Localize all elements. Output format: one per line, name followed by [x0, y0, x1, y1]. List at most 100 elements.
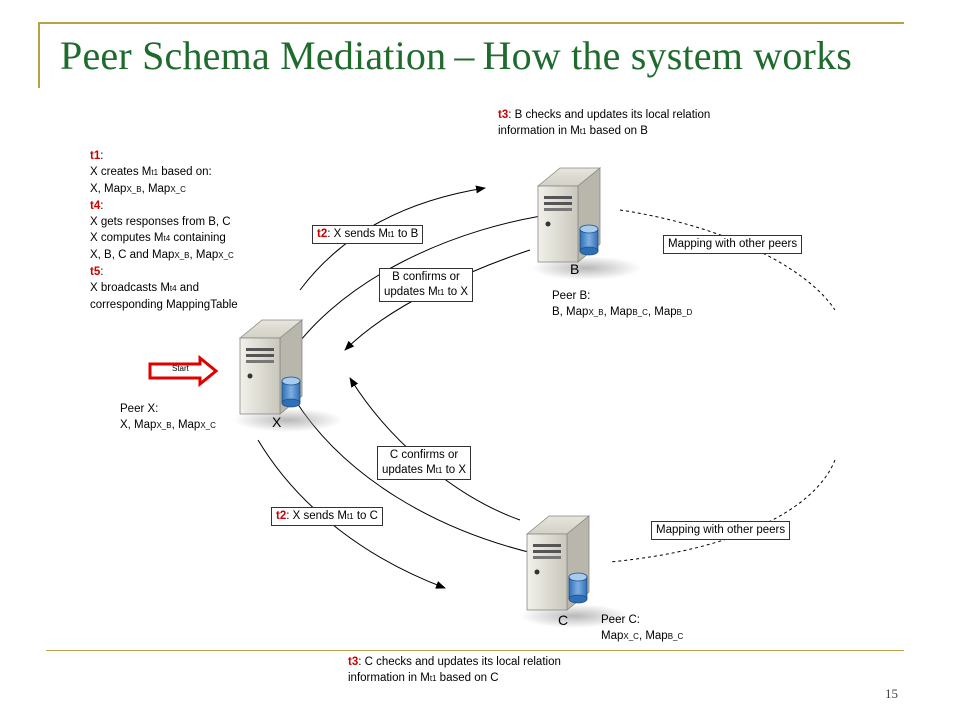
mapping-arc-c [609, 459, 836, 563]
send-b-sub: t1 [387, 230, 395, 239]
top-note-line2-suffix: based on B [586, 125, 648, 137]
t4-line3-mid: , Map [189, 249, 219, 261]
b-confirm-prefix: updates M [384, 286, 438, 298]
edge-label-mapping-b: Mapping with other peers [663, 235, 803, 254]
node-label-c: C [558, 612, 569, 628]
send-c-suffix: to C [353, 510, 378, 522]
peer-c-mid: , Map [638, 630, 668, 642]
edge-label-send-b: t2: X sends Mt1 to B [312, 225, 424, 244]
peer-b-mid1: , Map [603, 306, 633, 318]
peer-c-sub1: X_C [623, 632, 639, 641]
c-confirm-prefix: updates M [382, 464, 436, 476]
edge-x-to-b [299, 185, 486, 291]
peer-c-info: Peer C: MapX_C, MapB_C [601, 612, 683, 645]
peer-x-info: Peer X: X, MapX_B, MapX_C [120, 401, 216, 434]
c-confirm-line1: C confirms or [389, 449, 459, 461]
edge-label-b-confirm: B confirms or updates Mt1 to X [379, 268, 474, 302]
slide-title: Peer Schema Mediation–How the system wor… [60, 32, 852, 79]
t5-tag: t5 [90, 266, 101, 278]
t4-line3-sub1: X_B [174, 251, 190, 260]
start-label: Start [172, 364, 189, 373]
t4-tag: t4 [90, 200, 101, 212]
c-confirm-sub: t1 [435, 466, 443, 475]
t4-colon: : [100, 200, 104, 212]
server-x [233, 319, 343, 432]
database-icon-b [579, 224, 599, 256]
server-c [520, 515, 630, 628]
edge-x-to-c [257, 439, 446, 589]
send-c-tag: t2 [276, 510, 287, 522]
title-left: Peer Schema Mediation [60, 33, 447, 78]
t4-line2-suffix: containing [170, 232, 226, 244]
left-notes: t1: X creates Mt1 based on: X, MapX_B, M… [90, 148, 238, 313]
database-icon-x [281, 376, 301, 408]
t5-line2: corresponding MappingTable [90, 299, 238, 311]
bottom-note-tag: t3 [348, 656, 359, 668]
peer-c-line1: Peer C: [601, 614, 640, 626]
peer-x-sub2: X_C [200, 421, 216, 430]
bottom-rule [46, 650, 904, 651]
peer-b-mid2: , Map [647, 306, 677, 318]
peer-c-sub2: B_C [667, 632, 684, 641]
t1-tag: t1 [90, 150, 101, 162]
send-b-tag: t2 [317, 228, 328, 240]
bottom-note-line2-suffix: based on C [436, 672, 499, 684]
t5-line1-sub: t4 [169, 284, 177, 293]
left-rule [38, 22, 40, 88]
t1-line1-suffix: based on: [158, 166, 212, 178]
peer-b-line2-prefix: B, Map [552, 306, 589, 318]
send-b-suffix: to B [394, 228, 419, 240]
c-confirm-suffix: to X [442, 464, 467, 476]
node-label-b: B [570, 261, 580, 277]
peer-b-sub1: X_B [588, 308, 604, 317]
t1-line1-sub: t1 [151, 168, 159, 177]
top-note: t3: B checks and updates its local relat… [498, 107, 710, 140]
top-note-line1: : B checks and updates its local relatio… [508, 109, 711, 121]
title-dash: – [454, 33, 475, 78]
peer-c-line2-prefix: Map [601, 630, 624, 642]
edge-label-c-confirm: C confirms or updates Mt1 to X [377, 446, 472, 480]
top-rule [40, 22, 904, 24]
t1-line2-prefix: X, Map [90, 183, 127, 195]
database-icon-c [568, 572, 588, 604]
send-b-prefix: : X sends M [327, 228, 388, 240]
peer-b-line1: Peer B: [552, 290, 591, 302]
t1-line2-mid: , Map [141, 183, 171, 195]
t4-line3-prefix: X, B, C and Map [90, 249, 175, 261]
edge-label-mapping-c: Mapping with other peers [651, 521, 791, 540]
t5-colon: : [100, 266, 104, 278]
t4-line2-sub: t4 [163, 234, 171, 243]
server-b [531, 167, 641, 280]
top-note-tag: t3 [498, 109, 509, 121]
top-note-line2-sub: t1 [579, 127, 587, 136]
peer-b-sub3: B_D [676, 308, 693, 317]
page-number: 15 [885, 686, 898, 701]
b-confirm-line1: B confirms or [392, 271, 460, 283]
title-right: How the system works [482, 33, 853, 78]
t5-line1-prefix: X broadcasts M [90, 282, 170, 294]
send-c-prefix: : X sends M [286, 510, 347, 522]
t1-line2-sub1: X_B [126, 185, 142, 194]
t4-line2-prefix: X computes M [90, 232, 164, 244]
b-confirm-sub: t1 [437, 288, 445, 297]
bottom-note: t3: C checks and updates its local relat… [348, 654, 561, 687]
bottom-note-line2-sub: t1 [429, 674, 437, 683]
bottom-note-line1: : C checks and updates its local relatio… [358, 656, 561, 668]
peer-x-sub1: X_B [156, 421, 172, 430]
t5-line1-suffix: and [176, 282, 199, 294]
top-note-line2-prefix: information in M [498, 125, 580, 137]
b-confirm-suffix: to X [444, 286, 469, 298]
edge-b-to-x-main [280, 211, 571, 369]
send-c-sub: t1 [346, 512, 354, 521]
peer-b-info: Peer B: B, MapX_B, MapB_C, MapB_D [552, 288, 692, 321]
peer-x-line1: Peer X: [120, 403, 159, 415]
bottom-note-line2-prefix: information in M [348, 672, 430, 684]
t1-colon: : [100, 150, 104, 162]
peer-b-sub2: B_C [632, 308, 648, 317]
edge-label-send-c: t2: X sends Mt1 to C [271, 507, 383, 526]
start-arrow-icon [148, 354, 219, 388]
t1-line2-sub2: X_C [170, 185, 186, 194]
t1-line1-prefix: X creates M [90, 166, 152, 178]
t4-line1: X gets responses from B, C [90, 216, 231, 228]
